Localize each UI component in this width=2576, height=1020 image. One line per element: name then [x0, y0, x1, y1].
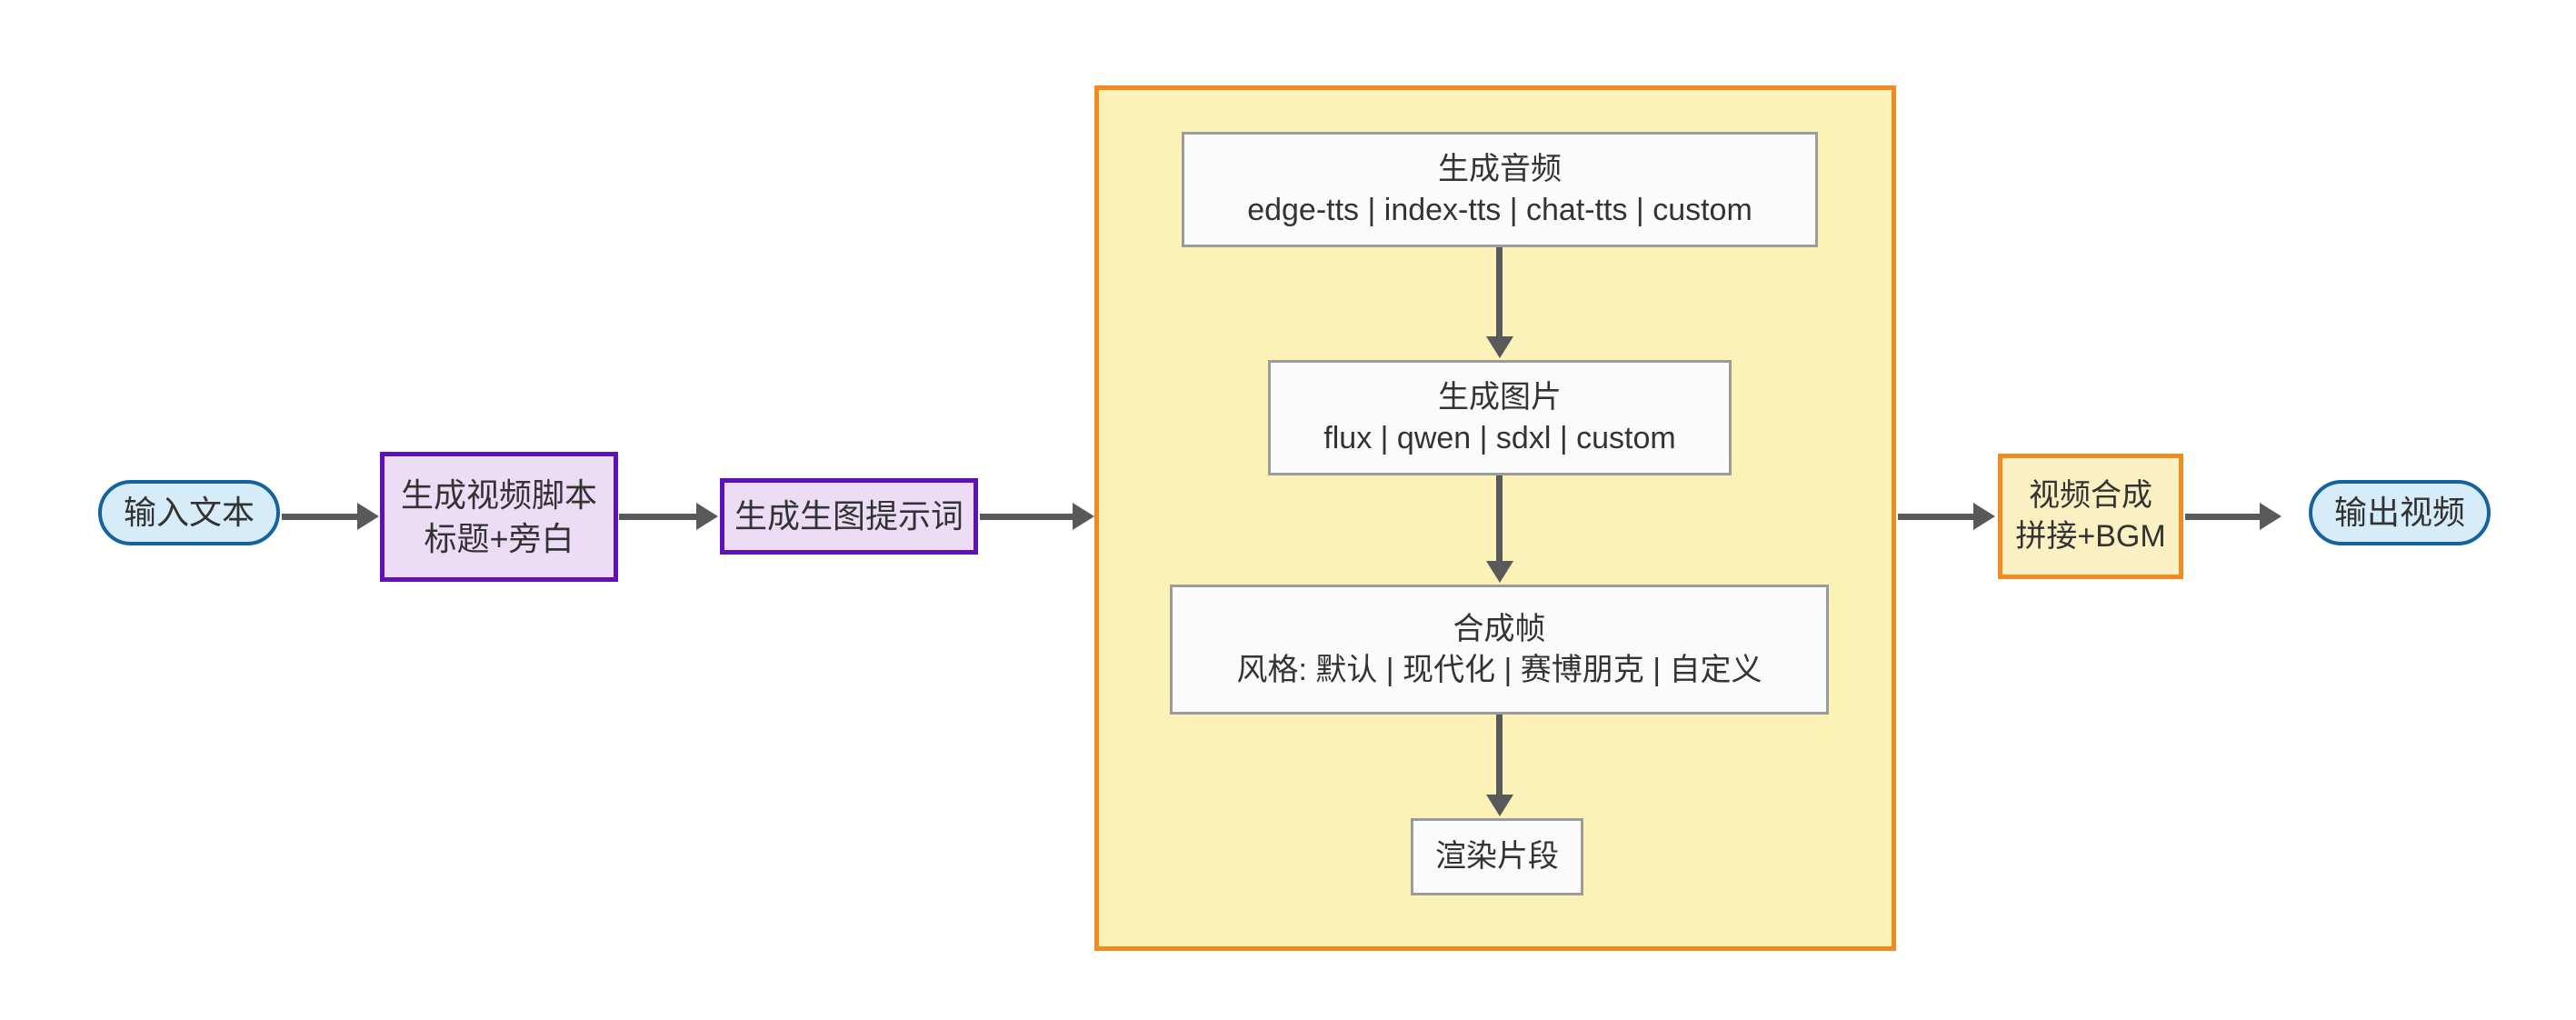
node-compose-frame[interactable]: 合成帧 风格: 默认 | 现代化 | 赛博朋克 | 自定义: [1170, 585, 1829, 715]
node-output-video[interactable]: 输出视频: [2309, 480, 2491, 545]
arrowhead-compose-to-output: [2260, 503, 2281, 530]
edge-script-to-prompt: [619, 514, 697, 520]
node-generate-script-line1: 生成视频脚本: [400, 475, 597, 514]
edge-prompt-to-audio: [980, 514, 1074, 520]
arrowhead-prompt-to-audio: [1073, 503, 1094, 530]
edge-input-to-script: [282, 514, 358, 520]
edge-frame-to-render: [1496, 715, 1503, 796]
node-input-text[interactable]: 输入文本: [98, 480, 280, 545]
arrowhead-clip-to-compose: [1973, 503, 1995, 530]
node-generate-audio-engines: edge-tts | index-tts | chat-tts | custom: [1247, 192, 1752, 227]
node-video-compose-detail: 拼接+BGM: [2015, 519, 2166, 554]
node-generate-audio-title: 生成音频: [1438, 151, 1562, 186]
node-generate-image-prompt[interactable]: 生成生图提示词: [720, 478, 978, 555]
node-compose-frame-title: 合成帧: [1453, 611, 1546, 646]
arrowhead-input-to-script: [357, 503, 379, 530]
node-generate-script[interactable]: 生成视频脚本 标题+旁白: [380, 452, 618, 582]
node-output-video-label: 输出视频: [2333, 494, 2465, 532]
node-generate-image-title: 生成图片: [1438, 379, 1562, 415]
arrowhead-frame-to-render: [1486, 795, 1513, 816]
node-generate-image[interactable]: 生成图片 flux | qwen | sdxl | custom: [1268, 360, 1732, 475]
node-render-clip[interactable]: 渲染片段: [1411, 818, 1583, 895]
edge-clip-to-compose: [1898, 514, 1974, 520]
node-input-text-label: 输入文本: [123, 494, 255, 532]
node-compose-frame-styles: 风格: 默认 | 现代化 | 赛博朋克 | 自定义: [1236, 652, 1762, 687]
arrowhead-script-to-prompt: [696, 503, 718, 530]
node-video-compose[interactable]: 视频合成 拼接+BGM: [1998, 454, 2183, 579]
node-generate-script-line2: 标题+旁白: [424, 519, 574, 557]
node-generate-image-prompt-label: 生成生图提示词: [734, 497, 964, 535]
edge-compose-to-output: [2185, 514, 2261, 520]
node-generate-audio[interactable]: 生成音频 edge-tts | index-tts | chat-tts | c…: [1182, 132, 1818, 247]
edge-audio-to-image: [1496, 247, 1503, 338]
node-video-compose-title: 视频合成: [2029, 478, 2152, 514]
arrowhead-audio-to-image: [1486, 336, 1513, 358]
edge-image-to-frame: [1496, 475, 1503, 563]
node-generate-image-models: flux | qwen | sdxl | custom: [1323, 420, 1676, 455]
arrowhead-image-to-frame: [1486, 561, 1513, 583]
node-render-clip-label: 渲染片段: [1435, 839, 1559, 875]
